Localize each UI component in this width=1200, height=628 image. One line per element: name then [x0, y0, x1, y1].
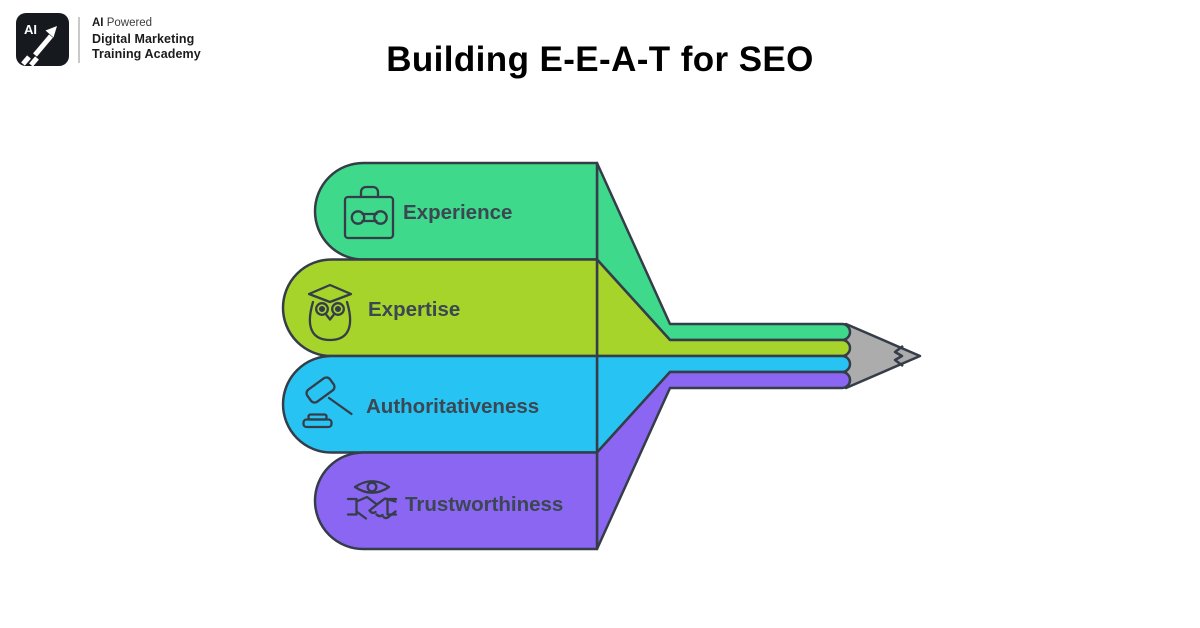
diagram-labels: Experience Expertise Authoritativeness T…: [366, 201, 563, 516]
logo-ai-arrow-icon: AI: [16, 13, 69, 66]
brand-line1: AI Powered: [92, 17, 153, 30]
stripe-trustworthiness: [595, 370, 852, 551]
brand-text: AI Powered Digital Marketing Training Ac…: [92, 16, 201, 63]
gavel-icon: [302, 376, 353, 429]
toolbox-wrench-icon: [343, 185, 395, 240]
banner-expertise: [281, 258, 599, 358]
label-expertise: Expertise: [368, 298, 460, 321]
label-authoritativeness: Authoritativeness: [366, 395, 539, 418]
banner-trustworthiness: [313, 451, 599, 551]
brand-lockup: AI AI Powered Digital Marketing Training…: [16, 13, 201, 66]
brand-line2: Digital Marketing: [92, 31, 195, 46]
eye-handshake-icon: [346, 480, 398, 520]
brand-line3: Training Academy: [92, 47, 201, 62]
banner-authoritativeness: [281, 354, 599, 454]
page-title: Building E-E-A-T for SEO: [386, 40, 814, 79]
diagram-shapes: [281, 161, 922, 551]
logo-arrowhead: [45, 26, 57, 38]
owl-graduation-icon: [307, 283, 353, 342]
label-trustworthiness: Trustworthiness: [405, 493, 563, 516]
pencil-tip: [844, 322, 922, 390]
logo-art: AI: [21, 22, 57, 66]
banner-experience: [313, 161, 599, 261]
logo-divider: [78, 16, 80, 63]
pencil-lead-zigzag: [893, 345, 904, 367]
logo-mark-text: AI: [24, 22, 37, 37]
diagram-icons: [302, 185, 398, 520]
label-experience: Experience: [403, 201, 512, 224]
logo-arrow-icon: [21, 34, 53, 66]
